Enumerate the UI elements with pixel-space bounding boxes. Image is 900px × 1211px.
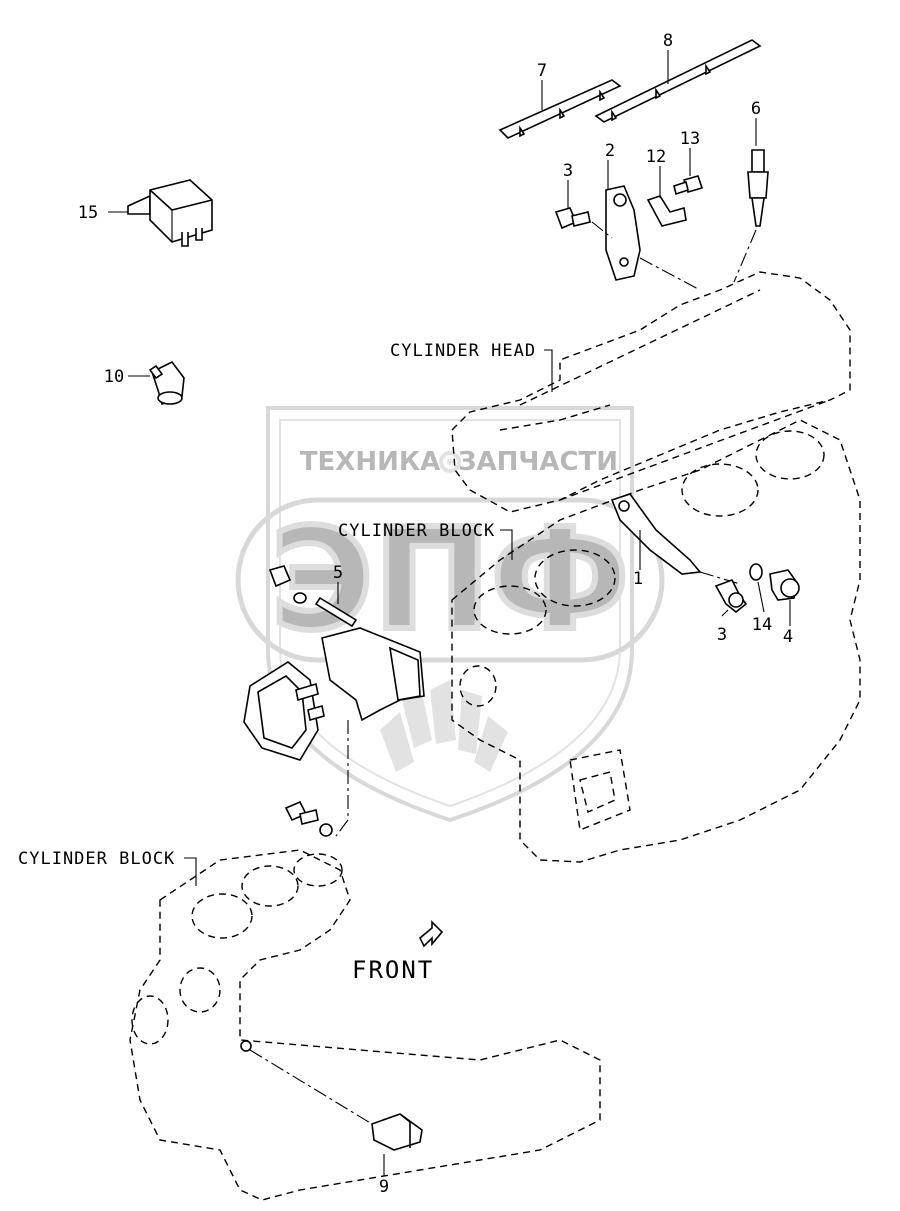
callout-13: 13 <box>680 129 700 149</box>
callout-14: 14 <box>752 615 772 635</box>
cylinder-block-upper-outline <box>451 419 861 863</box>
harness-bracket-8 <box>594 39 762 123</box>
callout-5: 5 <box>333 563 343 583</box>
clip-12 <box>646 195 687 227</box>
washer-14 <box>749 563 763 581</box>
relay-15 <box>127 179 213 247</box>
cylinder-block-upper-label: CYLINDER BLOCK <box>338 521 495 541</box>
front-arrow-icon <box>419 920 444 948</box>
cylinder-block-lower-label: CYLINDER BLOCK <box>18 849 175 869</box>
harness-bracket-7 <box>498 79 622 139</box>
cylinder-head-label: CYLINDER HEAD <box>390 341 536 361</box>
bolt-13 <box>673 175 704 196</box>
watermark: ЭПФ ТЕХНИКА ЗАПЧАСТИ <box>235 406 665 823</box>
sensor-6 <box>733 149 769 283</box>
callout-6: 6 <box>751 99 761 119</box>
sender-10 <box>148 360 185 406</box>
bracket-2 <box>605 185 701 291</box>
callout-12: 12 <box>646 147 666 167</box>
bracket-1 <box>610 493 741 585</box>
cylinder-head-outline <box>451 271 851 513</box>
bolt-4 <box>769 569 800 601</box>
callout-4: 4 <box>783 627 793 647</box>
stud-5 <box>268 565 358 628</box>
callout-1: 1 <box>633 569 643 589</box>
callout-10: 10 <box>104 367 124 387</box>
bolt-3-upper <box>554 207 613 239</box>
callout-8: 8 <box>663 31 673 51</box>
pressure-switch-9 <box>240 1040 423 1151</box>
mount-bolt <box>284 800 333 837</box>
callout-15: 15 <box>78 203 98 223</box>
watermark-left-text: ТЕХНИКА <box>300 447 440 477</box>
callout-2: 2 <box>605 141 615 161</box>
leader-lines <box>108 50 791 1176</box>
callout-9: 9 <box>379 1177 389 1197</box>
engine-mount <box>243 627 425 837</box>
watermark-logo: ЭПФ <box>271 499 630 662</box>
callout-3-lower: 3 <box>717 625 727 645</box>
gear-icon <box>439 451 461 473</box>
bolt-3-lower <box>714 578 748 614</box>
watermark-right-text: ЗАПЧАСТИ <box>458 447 618 477</box>
wheat-icon <box>380 680 508 772</box>
callout-3-upper: 3 <box>563 161 573 181</box>
front-label: FRONT <box>352 956 434 984</box>
cylinder-block-lower-outline <box>129 849 601 1201</box>
callout-7: 7 <box>537 61 547 81</box>
